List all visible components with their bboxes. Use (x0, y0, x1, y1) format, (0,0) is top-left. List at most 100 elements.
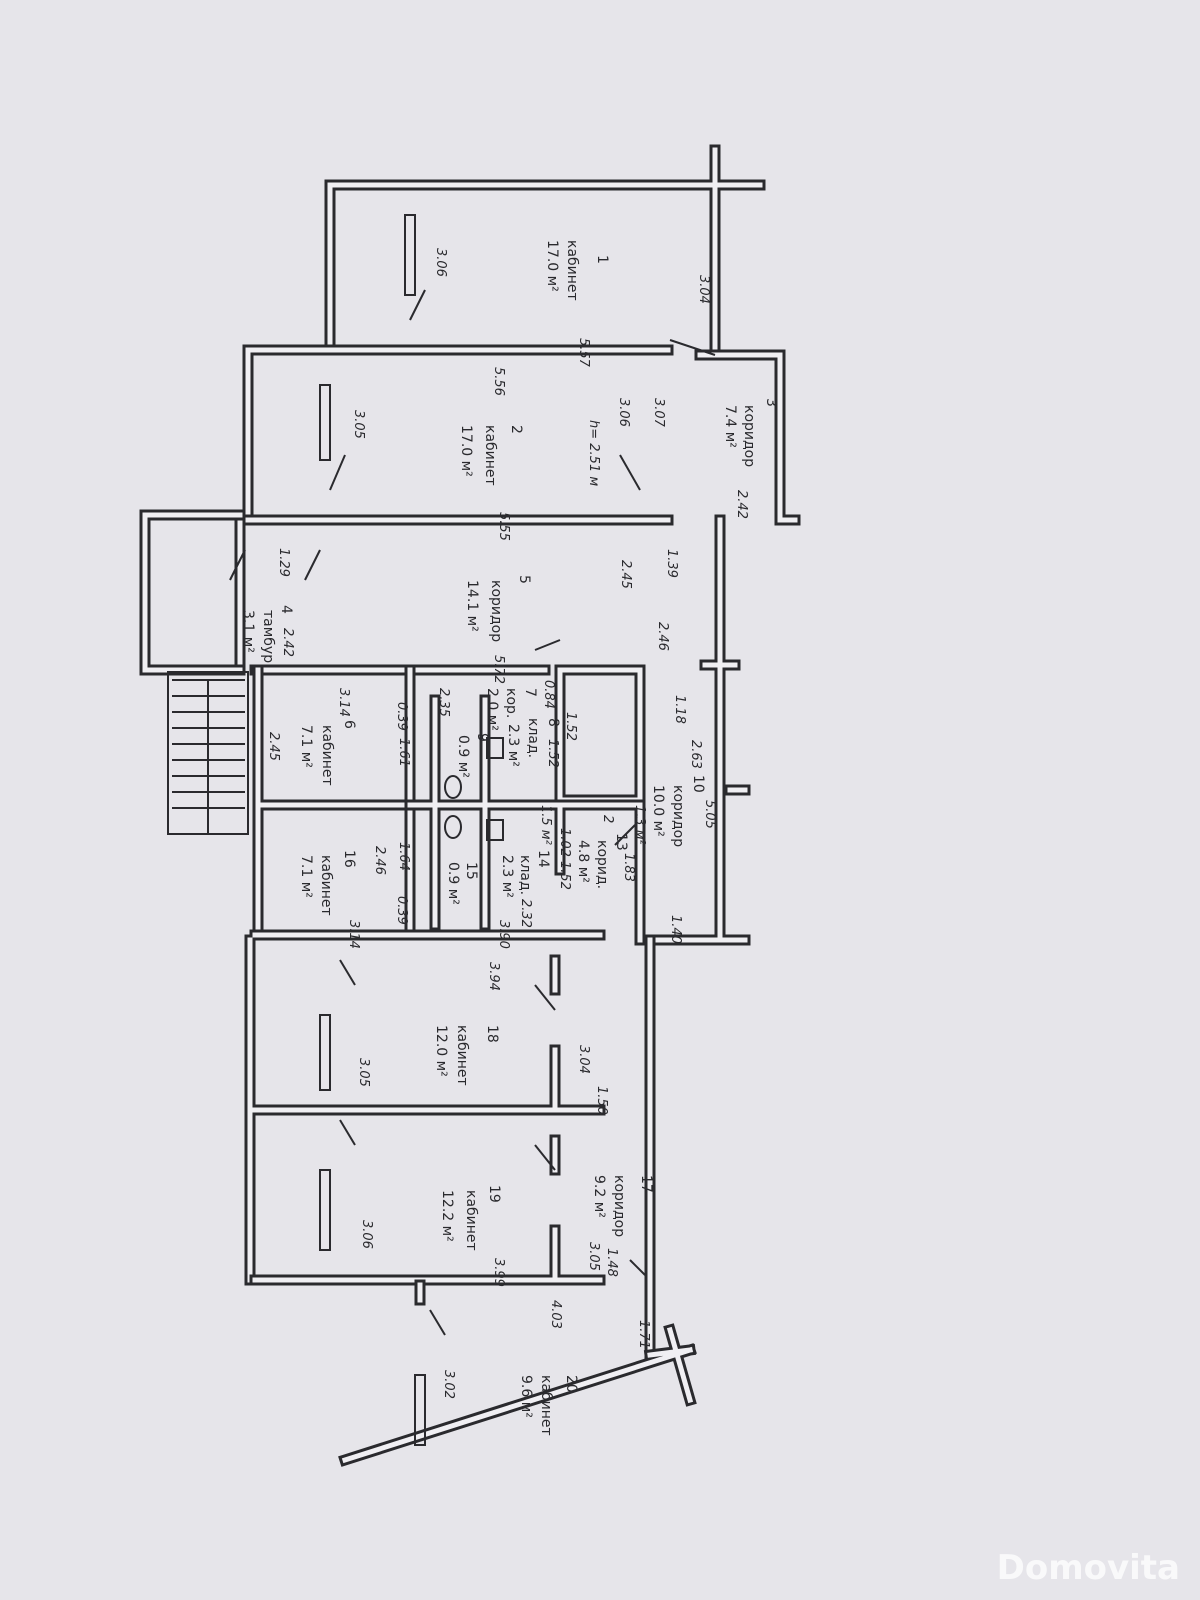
dimension-label: 5.72 (491, 655, 506, 684)
door-swing (629, 1259, 646, 1276)
wall-inner (142, 512, 243, 673)
door-swing (229, 549, 246, 581)
door-swing (534, 984, 556, 1011)
room-area: 17.0 м² (458, 425, 474, 477)
dimension-label: 2 (600, 815, 615, 823)
room-area: 3.1 м² (240, 610, 256, 653)
dimension-label: 1.40 (668, 915, 683, 944)
wall-inner (327, 147, 763, 353)
dimension-label: 1.52 (557, 861, 572, 890)
room-name: кабинет (318, 855, 334, 916)
walls (139, 144, 801, 1467)
dimension-label: 2.35 (436, 688, 451, 717)
room-name: кабинет (463, 1190, 479, 1251)
room-num: 4 (278, 605, 294, 614)
dimension-label: 1.18 (672, 695, 687, 724)
room-name: коридор (741, 405, 757, 467)
room-area: 12.2 м² (439, 1190, 455, 1242)
room-name: кабинет (319, 725, 335, 786)
dimension-label: 2.32 (518, 899, 533, 928)
dimension-label: 1.29 (276, 548, 291, 577)
dimension-label: 2.45 (266, 732, 281, 761)
dimension-label: 1.5 м² (538, 805, 553, 845)
room-num: 16 (341, 850, 357, 868)
dimension-label: 1.39 (664, 549, 679, 578)
room-area: 0.9 м² (455, 735, 471, 778)
room-num: 6 (341, 720, 357, 729)
dimension-label: 3.02 (441, 1370, 456, 1399)
toilet-icon (444, 815, 462, 839)
sink-icon (486, 737, 504, 759)
dimension-label: 2.42 (280, 628, 295, 657)
dimension-label: 3.06 (433, 248, 448, 277)
room-num: 3 (763, 398, 779, 407)
dimension-label: 3.04 (576, 1045, 591, 1074)
dimension-label: 0.39 (394, 702, 409, 731)
dimension-label: 3.05 (356, 1058, 371, 1087)
room-num: 9 (474, 733, 490, 742)
room-area: 7.4 м² (722, 405, 738, 448)
dimension-label: 3.90 (496, 920, 511, 949)
room-num: 8 (545, 718, 561, 727)
dimension-label: 1.52 (563, 712, 578, 741)
room-name: клад. (525, 718, 541, 758)
room-num: 7 (522, 688, 538, 697)
room-name: клад. (517, 855, 533, 895)
room-num: 13 (613, 833, 629, 851)
room-num: 20 (563, 1375, 579, 1393)
door-swing (429, 1309, 446, 1336)
room-area: 7.1 м² (298, 725, 314, 768)
dimension-label: 5.55 (496, 512, 511, 541)
wall-inner (252, 937, 653, 1358)
wall-inner (237, 517, 671, 673)
room-area: 17.0 м² (544, 240, 560, 292)
room-name: тамбур (260, 610, 276, 663)
dimension-label: 1.48 (604, 1248, 619, 1277)
wall (634, 514, 751, 946)
dimension-label: 2.46 (655, 622, 670, 651)
door-swing (614, 824, 636, 846)
fixtures (167, 214, 716, 1446)
window (404, 214, 416, 296)
door-swing (534, 639, 561, 651)
room-num: 5 (516, 575, 532, 584)
room-name: кор. (503, 688, 519, 718)
room-num: 15 (463, 862, 479, 880)
room-name: коридор (488, 580, 504, 642)
room-num: 18 (484, 1025, 500, 1043)
dimension-label: 2.46 (372, 846, 387, 875)
wall (234, 514, 674, 676)
room-area: 10.0 м² (650, 785, 666, 837)
wall (249, 934, 656, 1361)
room-area: 2.0 м² (484, 688, 500, 731)
dimension-label: 0.39 (394, 896, 409, 925)
wall (139, 509, 246, 676)
room-num: 17 (638, 1175, 654, 1193)
door-swing (534, 1144, 556, 1171)
window (319, 384, 331, 461)
room-area: 2.3 м² (505, 724, 521, 767)
door-swing (339, 959, 356, 986)
dimension-label: 3.05 (586, 1242, 601, 1271)
dimension-label: 1.3 м² (632, 805, 647, 845)
room-name: коридор (611, 1175, 627, 1237)
dimension-label: 1.83 (621, 853, 636, 882)
dimension-label: 1.64 (396, 842, 411, 871)
room-area: 12.0 м² (433, 1025, 449, 1077)
dimension-label: 1.52 (545, 739, 560, 768)
room-area: 9.2 м² (591, 1175, 607, 1218)
dimension-label: 1.71 (636, 1320, 651, 1349)
dimension-label: 4.03 (548, 1300, 563, 1329)
room-num: 1 (594, 255, 610, 264)
room-area: 0.9 м² (445, 862, 461, 905)
